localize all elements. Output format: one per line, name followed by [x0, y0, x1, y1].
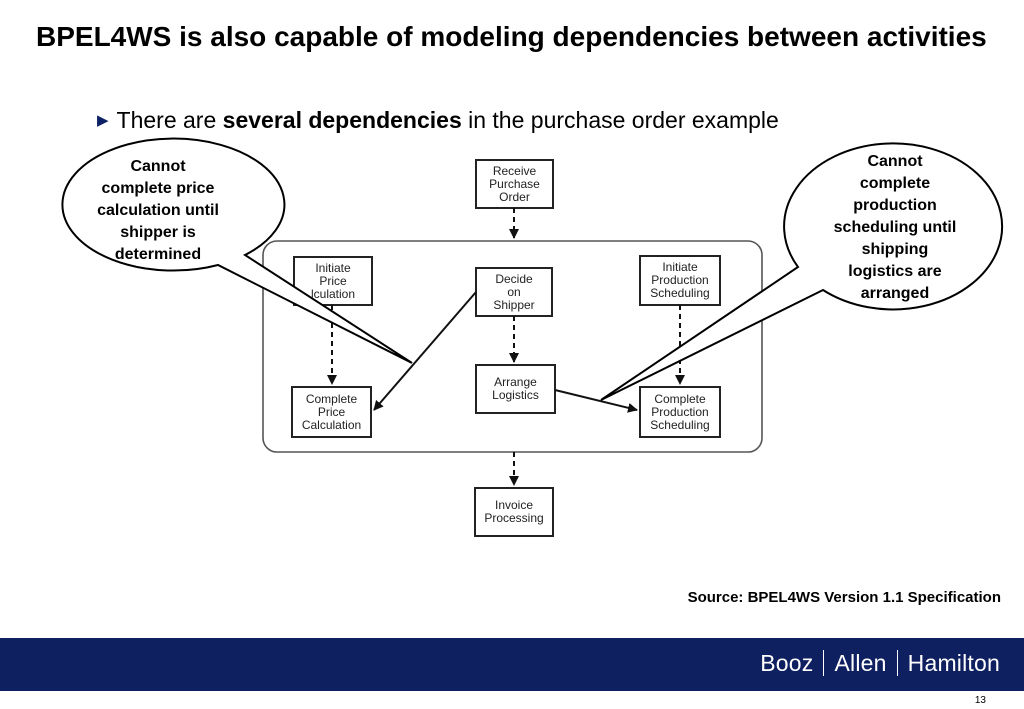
page-number: 13: [974, 695, 986, 706]
box-invoice: [474, 487, 554, 537]
bullet-point: ▶ There are several dependencies in the p…: [97, 106, 779, 138]
box-complete-production: [639, 386, 721, 438]
box-decide-shipper-label: Decide on Shipper: [493, 271, 535, 312]
dependency-links: [373, 291, 638, 413]
slide-title: BPEL4WS is also capable of modeling depe…: [36, 21, 987, 52]
brand-word-1: Booz: [760, 650, 814, 676]
box-invoice-label: Invoice Processing: [484, 498, 544, 525]
box-complete-price: [291, 386, 372, 438]
bullet-text-post: in the purchase order example: [461, 107, 779, 133]
bullet-text-pre: There are: [116, 107, 223, 133]
box-complete-price-label: Complete Price Calculation: [301, 391, 362, 432]
triangle-bullet-icon: ▶: [97, 112, 109, 129]
footer-bar: Booz Allen Hamilton: [0, 638, 1024, 691]
box-arrange-logistics-label: Arrange Logistics: [492, 375, 539, 402]
box-initiate-production-label: Initiate Production Scheduling: [650, 260, 710, 300]
box-initiate-price-label: Initiate Price lculation: [310, 260, 356, 301]
link-arrange-to-complete-production: [554, 389, 638, 413]
box-complete-production-label: Complete Production Scheduling: [650, 391, 710, 432]
callout-left-bubble: [61, 137, 413, 364]
box-decide-shipper: [475, 267, 553, 317]
callout-right-bubble: [600, 142, 1004, 401]
brand-word-3: Hamilton: [907, 650, 1000, 676]
brand-separator: [896, 650, 898, 676]
callout-left-text: Cannot complete price calculation until …: [97, 158, 219, 263]
link-decide-to-complete-price: [373, 291, 477, 411]
bullet-text-bold: several dependencies: [222, 107, 462, 133]
brand-separator: [823, 650, 825, 676]
box-initiate-production: [639, 255, 721, 306]
box-receive-po: [475, 159, 554, 209]
callout-right-text: Cannot complete production scheduling un…: [833, 153, 957, 302]
brand-logo: Booz Allen Hamilton: [760, 650, 1000, 677]
box-arrange-logistics: [475, 364, 556, 414]
flow-container: [262, 240, 763, 453]
brand-word-2: Allen: [834, 650, 887, 676]
box-receive-po-label: Receive Purchase Order: [489, 163, 540, 204]
source-citation: Source: BPEL4WS Version 1.1 Specificatio…: [687, 589, 1001, 606]
activity-boxes: [291, 159, 721, 537]
